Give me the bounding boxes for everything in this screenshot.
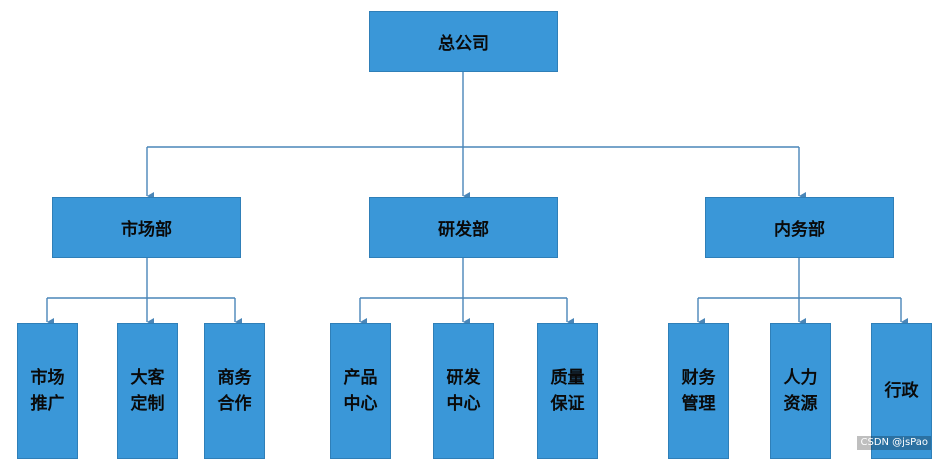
node-leaf-4-line-2: 中心 [343,394,378,414]
node-leaf-6-line-2: 保证 [550,394,585,414]
node-leaf-5: 研发中心 [433,323,494,459]
node-dept-rnd-label: 研发部 [438,220,489,240]
node-dept-market-label: 市场部 [121,220,172,240]
node-dept-rnd: 研发部 [369,197,558,258]
node-leaf-1-line-1: 市场 [30,368,65,388]
node-leaf-7-line-2: 管理 [681,394,716,414]
node-dept-internal: 内务部 [705,197,894,258]
node-leaf-1: 市场推广 [17,323,78,459]
node-leaf-7-line-1: 财务 [681,368,716,388]
node-leaf-6-line-1: 质量 [550,368,585,388]
node-leaf-1-line-2: 推广 [30,394,65,414]
node-leaf-2-line-2: 定制 [130,394,165,414]
node-leaf-2: 大客定制 [117,323,178,459]
node-leaf-8-line-2: 资源 [783,394,818,414]
node-leaf-3-line-2: 合作 [217,394,252,414]
node-dept-internal-label: 内务部 [774,220,825,240]
node-leaf-8-line-1: 人力 [783,368,818,388]
node-leaf-2-line-1: 大客 [130,368,165,388]
node-dept-market: 市场部 [52,197,241,258]
node-leaf-5-line-1: 研发 [446,368,481,388]
watermark: CSDN @jsPao [857,436,931,450]
node-root-label: 总公司 [438,34,489,54]
node-leaf-8: 人力资源 [770,323,831,459]
node-leaf-6: 质量保证 [537,323,598,459]
node-leaf-9: 行政 [871,323,932,459]
node-leaf-3: 商务合作 [204,323,265,459]
node-leaf-9-line-1: 行政 [884,381,919,401]
node-leaf-5-line-2: 中心 [446,394,481,414]
node-root: 总公司 [369,11,558,72]
node-leaf-4: 产品中心 [330,323,391,459]
node-leaf-7: 财务管理 [668,323,729,459]
node-leaf-4-line-1: 产品 [343,368,378,388]
node-leaf-3-line-1: 商务 [217,368,252,388]
